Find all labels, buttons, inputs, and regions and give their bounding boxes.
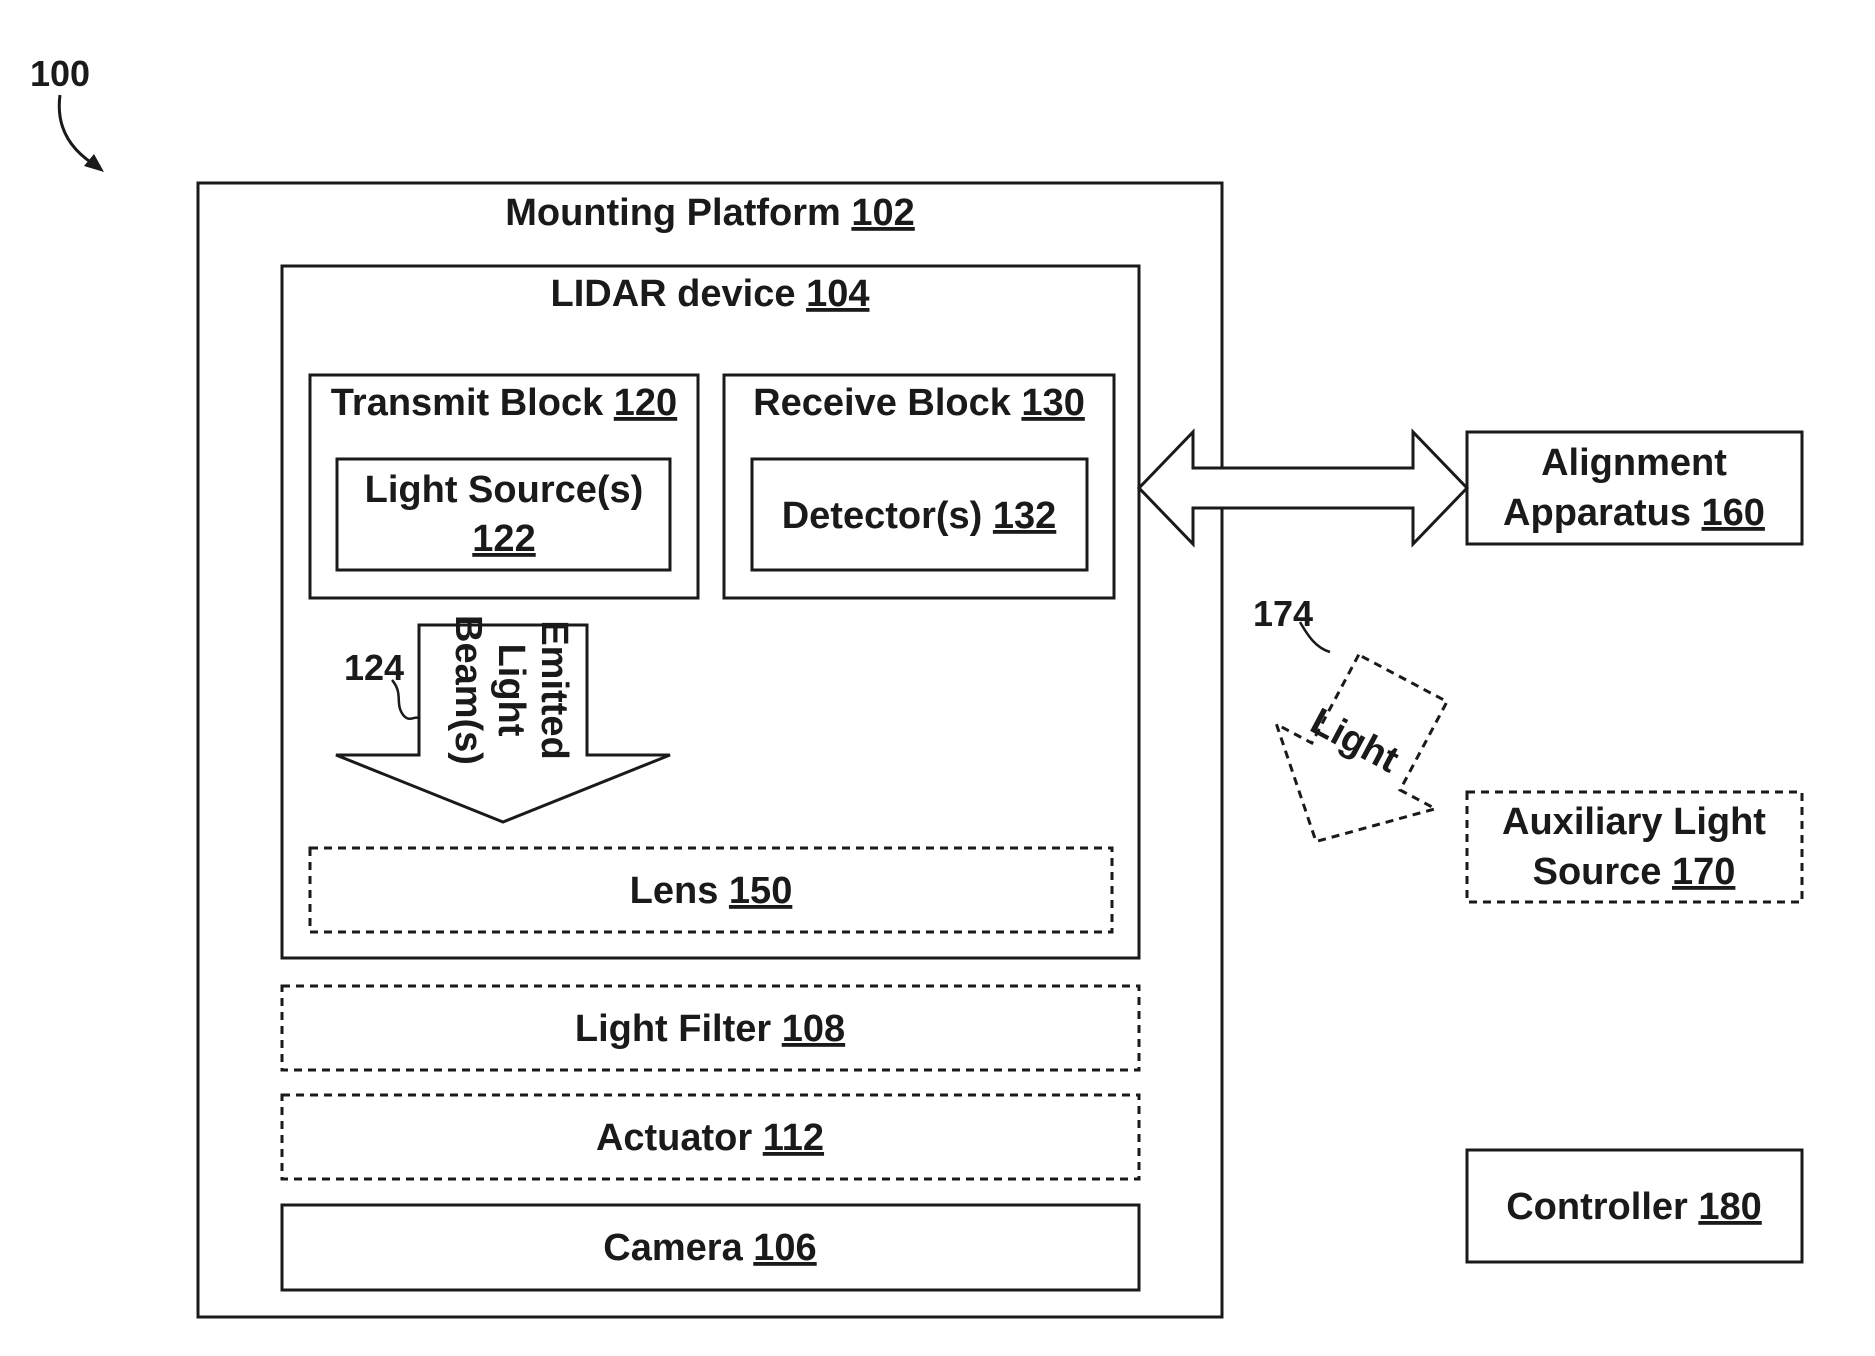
emitted-beam-ref: 124 xyxy=(344,647,404,688)
mounting-platform-title: Mounting Platform 102 xyxy=(505,192,915,234)
transmit-block-title: Transmit Block 120 xyxy=(331,382,677,424)
detector-label: Detector(s) 132 xyxy=(782,495,1057,537)
emitted-beam-line-3: Beam(s) xyxy=(447,615,489,765)
light-source-label: Light Source(s) xyxy=(365,469,644,511)
figure-ref-label: 100 xyxy=(30,53,90,94)
emitted-beam-line-1: Emitted xyxy=(533,620,575,759)
alignment-apparatus-line1: Alignment xyxy=(1541,442,1727,484)
actuator-label: Actuator 112 xyxy=(596,1117,824,1159)
light-filter-label: Light Filter 108 xyxy=(575,1008,845,1050)
aux-light-label: Light xyxy=(1304,701,1406,782)
lidar-device-box xyxy=(282,266,1139,958)
lidar-device-title: LIDAR device 104 xyxy=(551,273,870,315)
receive-block-title: Receive Block 130 xyxy=(753,382,1085,424)
controller-label: Controller 180 xyxy=(1506,1186,1762,1228)
camera-label: Camera 106 xyxy=(603,1227,816,1269)
light-source-ref: 122 xyxy=(472,518,535,560)
emitted-beam-leader xyxy=(392,680,419,719)
figure-ref-arrowhead xyxy=(84,154,104,172)
emitted-beam-line-2: Light xyxy=(490,644,532,737)
alignment-double-arrow xyxy=(1139,432,1467,544)
alignment-apparatus-line2: Apparatus 160 xyxy=(1503,492,1765,534)
aux-light-source-line2: Source 170 xyxy=(1533,851,1736,893)
lens-label: Lens 150 xyxy=(630,870,793,912)
aux-light-source-line1: Auxiliary Light xyxy=(1502,801,1766,843)
